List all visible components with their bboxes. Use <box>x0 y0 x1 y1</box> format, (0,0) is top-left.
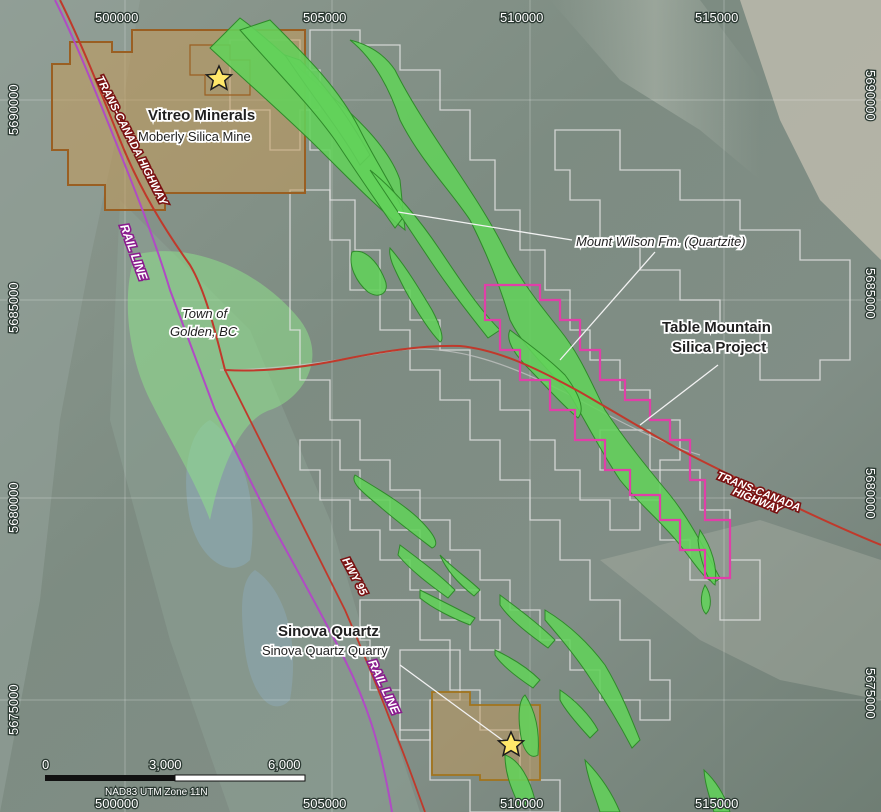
grid-easting-label: 510000 <box>500 796 543 811</box>
star-icon[interactable] <box>496 730 526 757</box>
grid-easting-label: 515000 <box>695 796 738 811</box>
sinova-claim-area[interactable] <box>431 691 541 781</box>
grid-northing-label: 5675000 <box>6 684 21 735</box>
sinova-title-label: Sinova Quartz <box>278 623 379 640</box>
scale-tick-label: 0 <box>42 757 49 772</box>
grid-easting-label: 505000 <box>303 10 346 25</box>
grid-northing-label: 5680000 <box>6 482 21 533</box>
grid-easting-label: 500000 <box>95 10 138 25</box>
ridge-n <box>550 0 760 180</box>
grid-easting-label: 505000 <box>303 796 346 811</box>
town-of-golden-area[interactable] <box>127 251 313 521</box>
sinova-subtitle-label: Sinova Quartz Quarry <box>262 643 388 658</box>
grid-easting-label: 510000 <box>500 10 543 25</box>
town-label-line1: Town of <box>182 306 228 321</box>
grid-easting-label: 515000 <box>695 10 738 25</box>
table-mountain-label-line2: Silica Project <box>672 339 766 356</box>
rail-line <box>54 0 393 812</box>
table-mountain-project-outline[interactable] <box>483 283 732 580</box>
grid-northing-label: 5685000 <box>6 282 21 333</box>
vitreo-subtitle-label: Moberly Silica Mine <box>138 129 251 144</box>
river <box>219 348 701 456</box>
leader-lines <box>397 211 719 743</box>
trans-canada-highway <box>59 0 881 546</box>
datum-label: NAD83 UTM Zone 11N <box>105 787 208 798</box>
grid-northing-label: 5690000 <box>863 70 878 121</box>
grid-northing-label: 5685000 <box>863 268 878 319</box>
wetland-2 <box>242 570 294 707</box>
scale-tick-label: 3,000 <box>149 757 182 772</box>
grid-northing-label: 5675000 <box>863 668 878 719</box>
grid-northing-label: 5680000 <box>863 468 878 519</box>
table-mountain-label-line1: Table Mountain <box>662 319 771 336</box>
valley-floor-west <box>0 0 140 812</box>
vitreo-title-label: Vitreo Minerals <box>148 107 255 124</box>
scale-bar: 0 3,000 6,000 NAD83 UTM Zone 11N <box>41 756 306 799</box>
town-label-line2: Golden, BC <box>170 324 238 339</box>
star-icon[interactable] <box>204 64 234 91</box>
grid-easting-label: 500000 <box>95 796 138 811</box>
ridge-ne <box>740 0 881 260</box>
grid-northing-label: 5690000 <box>6 84 21 135</box>
scale-tick-label: 6,000 <box>268 757 301 772</box>
hwy-95 <box>224 369 426 812</box>
quartzite-units[interactable] <box>209 17 731 812</box>
ridge-se <box>600 520 881 700</box>
mount-wilson-label: Mount Wilson Fm. (Quartzite) <box>576 234 746 249</box>
